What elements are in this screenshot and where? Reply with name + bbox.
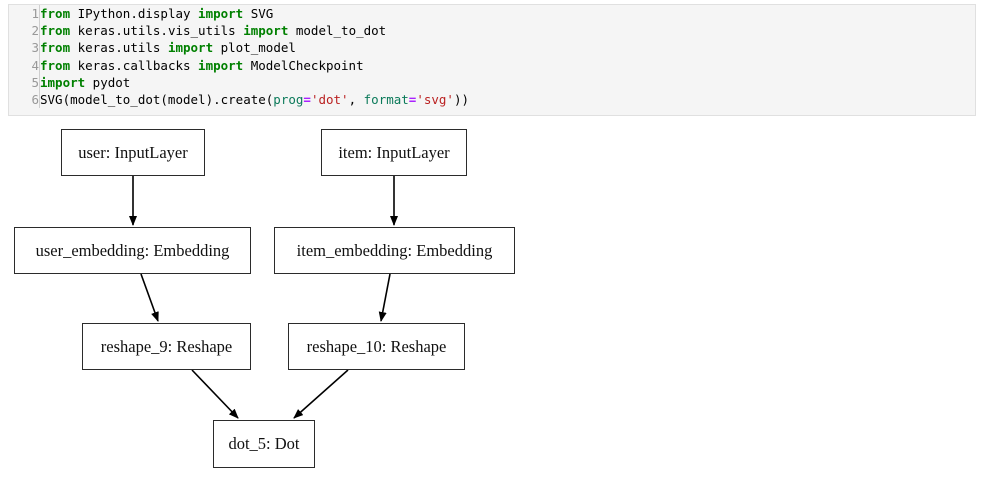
code-token: import [243, 23, 289, 39]
graph-edge-item_embedding-to-reshape_10 [378, 273, 391, 322]
graph-node-item_input: item: InputLayer [321, 129, 467, 176]
code-token: pydot [85, 74, 131, 90]
line-number-gutter: 1 2 3 4 5 6 [9, 5, 40, 109]
model-graph-output: user: InputLayer item: InputLayer user_emb… [0, 118, 984, 488]
line-number: 6 [31, 92, 39, 108]
line-number: 1 [31, 6, 39, 21]
code-token: , [348, 92, 364, 108]
code-token: from [40, 23, 71, 39]
graph-node-label: reshape_10: Reshape [306, 336, 447, 356]
graph-edge-reshape_10-to-dot_5 [293, 369, 349, 419]
code-token: plot_model [213, 40, 296, 56]
code-token: from [40, 57, 71, 73]
code-token: 'dot' [310, 92, 349, 108]
graph-node-label: user: InputLayer [78, 142, 188, 162]
code-token: IPython.display [70, 6, 199, 21]
code-token: 'svg' [416, 92, 454, 108]
code-token: prog [273, 92, 304, 108]
code-token: keras.utils.vis_utils [70, 23, 244, 39]
code-line: from keras.utils import plot_model [40, 39, 975, 56]
line-number: 2 [31, 23, 39, 39]
code-table: 1 2 3 4 5 6 from IPython.display import … [9, 5, 976, 109]
line-number: 5 [31, 74, 39, 90]
graph-node-label: dot_5: Dot [228, 434, 300, 453]
code-token: from [40, 40, 71, 56]
code-line: from keras.callbacks import ModelCheckpo… [40, 57, 975, 74]
code-token: )) [453, 92, 470, 108]
graph-node-reshape_10: reshape_10: Reshape [288, 323, 465, 370]
code-token: import [198, 57, 244, 73]
code-token: = [303, 92, 311, 108]
code-token: import [198, 6, 244, 21]
code-token: from [40, 6, 71, 21]
code-token: keras.callbacks [70, 57, 199, 73]
code-token: format [363, 92, 409, 108]
code-token: = [408, 92, 417, 108]
code-token: keras.utils [70, 40, 168, 56]
code-line: SVG(model_to_dot(model).create(prog='dot… [40, 91, 975, 108]
notebook-code-cell[interactable]: 1 2 3 4 5 6 from IPython.display import … [8, 4, 976, 116]
line-number: 3 [31, 40, 39, 56]
code-token: model_to_dot [288, 23, 387, 39]
code-token: import [40, 74, 86, 90]
graph-node-label: item_embedding: Embedding [296, 240, 493, 260]
edge-group [129, 176, 398, 419]
graph-node-label: reshape_9: Reshape [100, 336, 233, 356]
graph-node-dot_5: dot_5: Dot [213, 420, 315, 468]
code-token: SVG(model_to_dot(model).create( [40, 92, 274, 108]
code-line: import pydot [40, 74, 975, 91]
code-editor-area[interactable]: from IPython.display import SVG from ker… [40, 5, 976, 108]
graph-node-label: user_embedding: Embedding [35, 240, 230, 260]
graph-node-label: item: InputLayer [338, 142, 450, 162]
graph-edge-user_embedding-to-reshape_9 [140, 273, 159, 322]
graph-node-reshape_9: reshape_9: Reshape [82, 323, 251, 370]
graph-node-item_embedding: item_embedding: Embedding [274, 227, 515, 274]
graph-node-user_embedding: user_embedding: Embedding [14, 227, 251, 274]
code-token: ModelCheckpoint [243, 57, 364, 73]
code-line: from IPython.display import SVG [40, 5, 975, 22]
line-number: 4 [31, 57, 39, 73]
code-line: from keras.utils.vis_utils import model_… [40, 22, 975, 39]
graph-edge-reshape_9-to-dot_5 [191, 369, 239, 419]
graph-node-user_input: user: InputLayer [61, 129, 205, 176]
code-token: import [167, 40, 214, 56]
code-token: SVG [243, 6, 274, 21]
